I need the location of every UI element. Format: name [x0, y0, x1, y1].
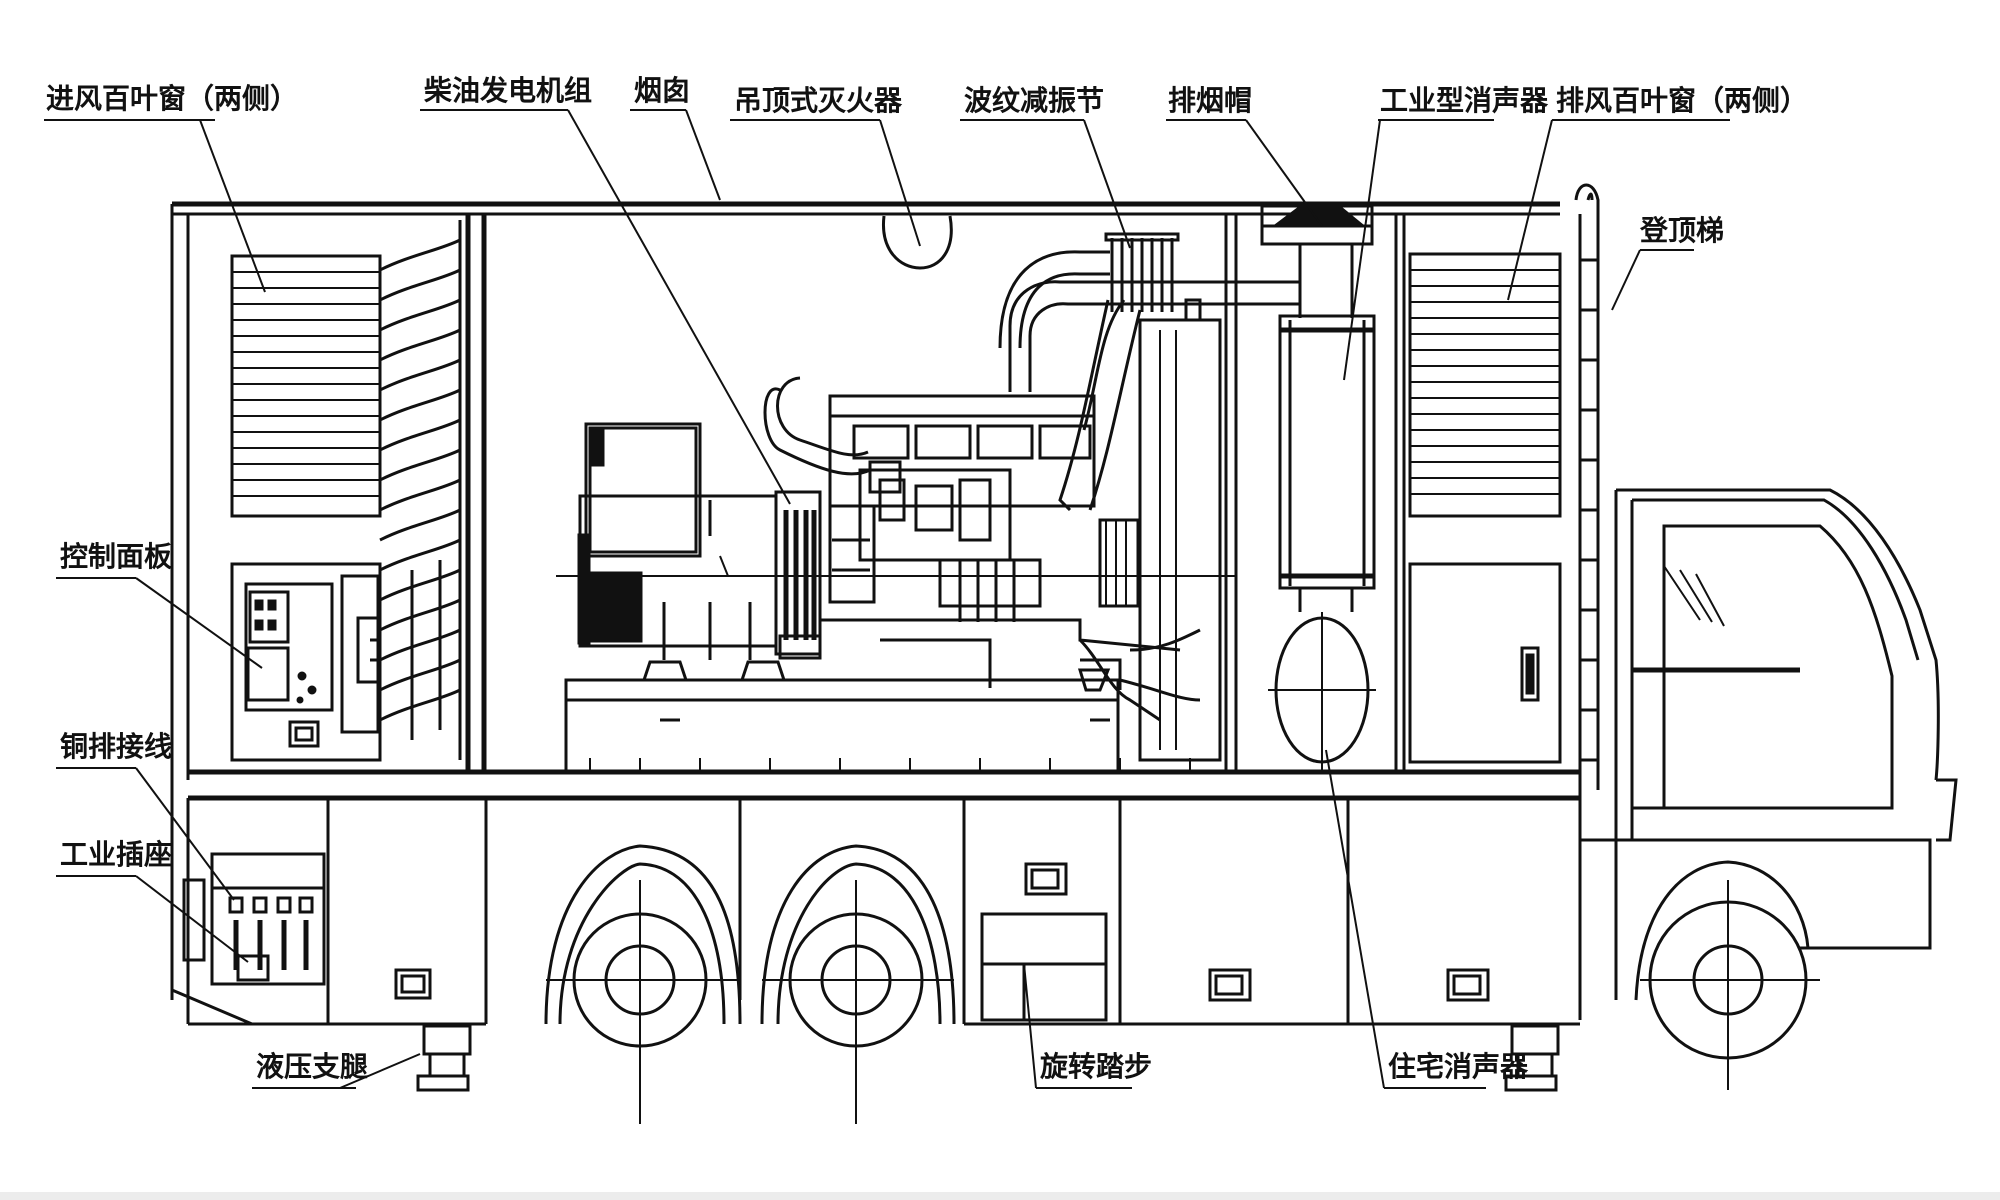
label-copper-bus: 铜排接线	[60, 730, 172, 763]
rear-wheel-1	[544, 844, 742, 1124]
control-panel	[230, 562, 382, 762]
truck-cab	[1614, 488, 1958, 1000]
top-ladder	[1574, 183, 1600, 790]
bellows	[1104, 232, 1202, 322]
label-rain-cap: 排烟帽	[1168, 84, 1252, 117]
label-residential-muffler: 住宅消声器	[1388, 1050, 1529, 1083]
label-rotary-step: 旋转踏步	[1040, 1050, 1152, 1083]
labels: 进风百叶窗（两侧） 柴油发电机组 烟囱 吊顶式灭火器 波纹减振节 排烟帽 工业型…	[46, 74, 1808, 1083]
bottom-edge-strip	[0, 1192, 2000, 1200]
socket-panel	[170, 852, 326, 1026]
outlet-louver	[1408, 252, 1562, 518]
label-outlet-louver: 排风百叶窗（两侧）	[1556, 84, 1808, 117]
container-body	[170, 201, 1582, 1020]
residential-muffler	[1268, 612, 1376, 770]
label-chimney: 烟囱	[634, 74, 690, 107]
leader-lines	[44, 109, 1730, 1089]
inlet-louver	[230, 254, 382, 518]
front-wheel	[1634, 860, 1820, 1090]
lower-chassis	[186, 798, 1638, 1026]
rear-wheel-2	[760, 844, 956, 1124]
label-control-panel: 控制面板	[60, 540, 172, 573]
industrial-muffler	[1278, 244, 1376, 612]
chimney-pipe	[998, 250, 1110, 349]
radiator-coil	[379, 220, 462, 760]
hydraulic-leg-right	[1504, 1024, 1560, 1092]
label-hydraulic-leg: 液压支腿	[256, 1050, 368, 1083]
label-top-ladder: 登顶梯	[1639, 214, 1724, 247]
label-industrial-socket: 工业插座	[60, 838, 172, 871]
cabinet-door	[1408, 562, 1562, 764]
label-bellows: 波纹减振节	[964, 84, 1104, 117]
rain-cap	[1260, 204, 1374, 246]
label-fire-extinguisher: 吊顶式灭火器	[734, 84, 903, 117]
diesel-genset	[556, 280, 1300, 772]
label-inlet-louver: 进风百叶窗（两侧）	[46, 82, 298, 115]
floor-ticks	[589, 758, 1191, 772]
label-diesel-genset: 柴油发电机组	[424, 74, 592, 107]
rotary-step	[980, 912, 1108, 1022]
hydraulic-leg-left	[416, 1024, 472, 1092]
fire-extinguisher	[881, 215, 953, 270]
label-industrial-muffler: 工业型消声器	[1380, 84, 1549, 117]
